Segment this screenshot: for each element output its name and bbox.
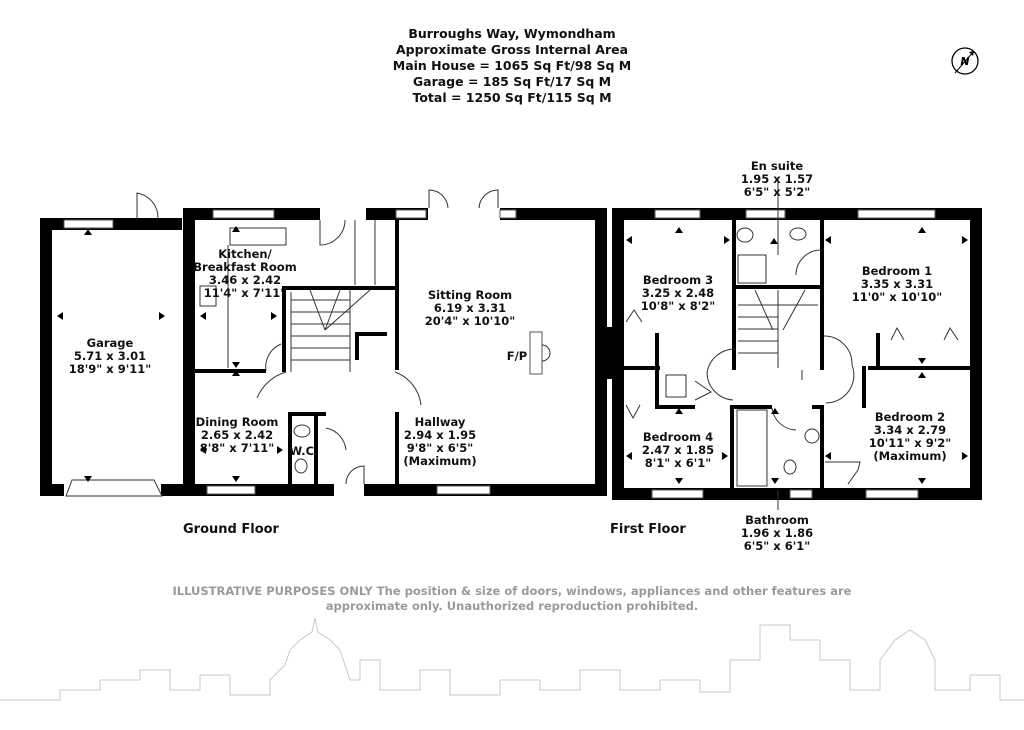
- header-title: Burroughs Way, Wymondham: [408, 26, 615, 41]
- svg-text:8'1" x 6'1": 8'1" x 6'1": [645, 456, 711, 470]
- room-bedroom-3: Bedroom 3 3.25 x 2.48 10'8" x 8'2": [641, 273, 715, 313]
- compass-label: N: [960, 55, 969, 68]
- svg-text:3.34 x 2.79: 3.34 x 2.79: [874, 423, 946, 437]
- room-dining: Dining Room 2.65 x 2.42 8'8" x 7'11": [196, 415, 279, 455]
- svg-text:3.46 x 2.42: 3.46 x 2.42: [209, 273, 281, 287]
- room-bedroom-1: Bedroom 1 3.35 x 3.31 11'0" x 10'10": [852, 264, 942, 304]
- room-garage: Garage 5.71 x 3.01 18'9" x 9'11": [69, 336, 151, 376]
- svg-text:10'11" x 9'2": 10'11" x 9'2": [869, 436, 951, 450]
- svg-text:11'4" x 7'11": 11'4" x 7'11": [204, 286, 286, 300]
- svg-text:10'8" x 8'2": 10'8" x 8'2": [641, 299, 715, 313]
- svg-text:Bedroom 3: Bedroom 3: [643, 273, 713, 287]
- first-floor-title: First Floor: [610, 522, 686, 537]
- room-sitting: Sitting Room 6.19 x 3.31 20'4" x 10'10" …: [425, 288, 527, 363]
- svg-text:Garage: Garage: [87, 336, 134, 350]
- room-wc: W.C.: [290, 444, 319, 458]
- disclaimer-line-1: ILLUSTRATIVE PURPOSES ONLY The position …: [173, 584, 852, 598]
- ground-floor-plan: [40, 189, 619, 497]
- svg-text:2.65 x 2.42: 2.65 x 2.42: [201, 428, 273, 442]
- svg-text:Bathroom: Bathroom: [745, 513, 809, 527]
- svg-text:En suite: En suite: [751, 159, 804, 173]
- garage-side-door: [136, 192, 159, 219]
- svg-text:1.95 x 1.57: 1.95 x 1.57: [741, 172, 813, 186]
- first-floor-plan: [612, 180, 982, 510]
- svg-text:5.71 x 3.01: 5.71 x 3.01: [74, 349, 146, 363]
- svg-text:Hallway: Hallway: [415, 415, 466, 429]
- disclaimer-line-2: approximate only. Unauthorized reproduct…: [326, 599, 699, 613]
- room-kitchen: Kitchen/ Breakfast Room 3.46 x 2.42 11'4…: [193, 247, 296, 300]
- svg-text:6.19 x 3.31: 6.19 x 3.31: [434, 301, 506, 315]
- svg-text:Sitting Room: Sitting Room: [428, 288, 512, 302]
- svg-text:3.35 x 3.31: 3.35 x 3.31: [861, 277, 933, 291]
- svg-text:Bedroom 1: Bedroom 1: [862, 264, 932, 278]
- svg-text:Bedroom 4: Bedroom 4: [643, 430, 713, 444]
- room-hallway: Hallway 2.94 x 1.95 9'8" x 6'5" (Maximum…: [403, 415, 476, 468]
- svg-text:6'5" x 6'1": 6'5" x 6'1": [744, 539, 810, 553]
- header-total: Total = 1250 Sq Ft/115 Sq M: [412, 90, 611, 105]
- svg-text:11'0" x 10'10": 11'0" x 10'10": [852, 290, 942, 304]
- svg-text:9'8" x 6'5": 9'8" x 6'5": [407, 441, 473, 455]
- room-bedroom-2: Bedroom 2 3.34 x 2.79 10'11" x 9'2" (Max…: [869, 410, 951, 463]
- room-bathroom: Bathroom 1.96 x 1.86 6'5" x 6'1": [741, 513, 813, 553]
- svg-text:(Maximum): (Maximum): [873, 449, 946, 463]
- room-en-suite: En suite 1.95 x 1.57 6'5" x 5'2": [741, 159, 813, 199]
- svg-text:2.47 x 1.85: 2.47 x 1.85: [642, 443, 714, 457]
- svg-text:(Maximum): (Maximum): [403, 454, 476, 468]
- svg-text:6'5" x 5'2": 6'5" x 5'2": [744, 185, 810, 199]
- garage-door: [65, 479, 163, 497]
- header-garage: Garage = 185 Sq Ft/17 Sq M: [413, 74, 611, 89]
- north-compass-icon: N: [951, 47, 979, 75]
- svg-text:8'8" x 7'11": 8'8" x 7'11": [200, 441, 274, 455]
- skyline-decoration: [0, 617, 1024, 701]
- header-area-label: Approximate Gross Internal Area: [396, 42, 628, 57]
- svg-text:Dining Room: Dining Room: [196, 415, 279, 429]
- header-main-house: Main House = 1065 Sq Ft/98 Sq M: [393, 58, 631, 73]
- fireplace-label: F/P: [507, 349, 527, 363]
- svg-text:Bedroom 2: Bedroom 2: [875, 410, 945, 424]
- svg-text:1.96 x 1.86: 1.96 x 1.86: [741, 526, 813, 540]
- svg-text:Kitchen/: Kitchen/: [218, 247, 272, 261]
- ground-floor-title: Ground Floor: [183, 522, 280, 537]
- svg-text:Breakfast Room: Breakfast Room: [193, 260, 296, 274]
- svg-text:18'9" x 9'11": 18'9" x 9'11": [69, 362, 151, 376]
- svg-text:2.94 x 1.95: 2.94 x 1.95: [404, 428, 476, 442]
- header: Burroughs Way, Wymondham Approximate Gro…: [393, 26, 631, 105]
- room-bedroom-4: Bedroom 4 2.47 x 1.85 8'1" x 6'1": [642, 430, 714, 470]
- svg-text:20'4" x 10'10": 20'4" x 10'10": [425, 314, 515, 328]
- svg-text:3.25 x 2.48: 3.25 x 2.48: [642, 286, 714, 300]
